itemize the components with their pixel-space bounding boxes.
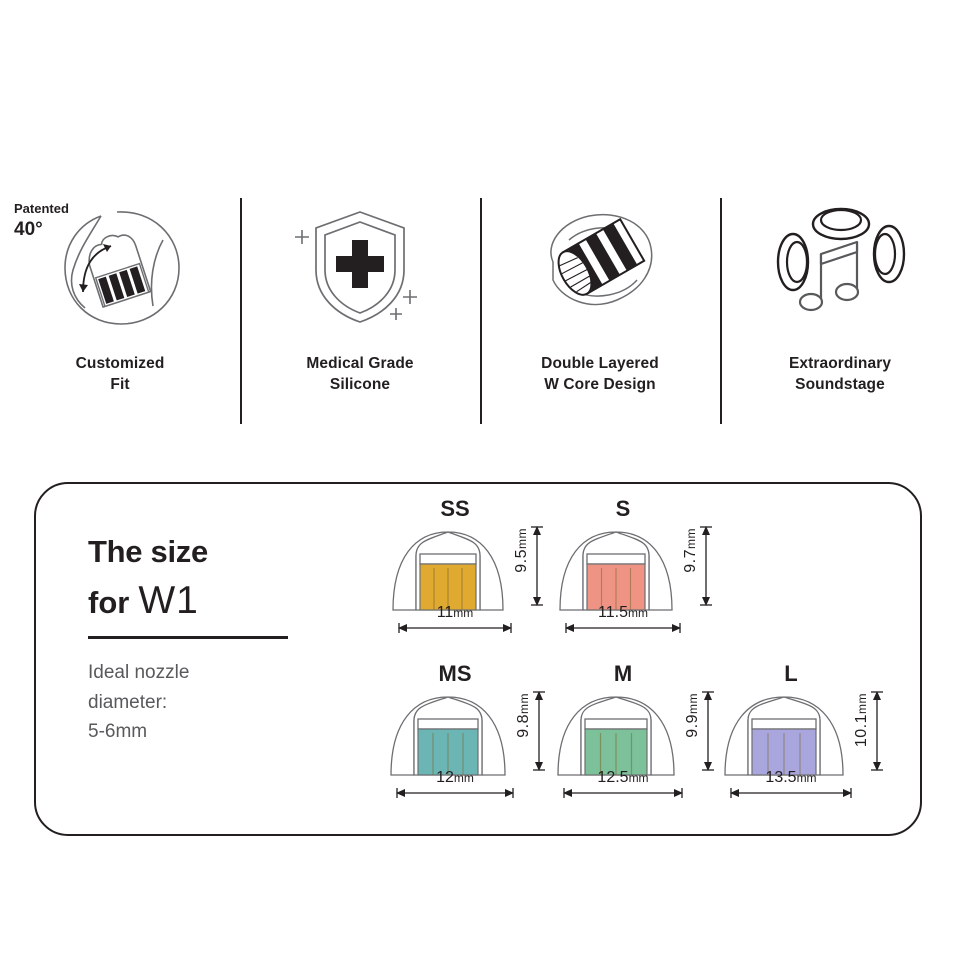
nozzle-note: Ideal nozzle diameter: 5-6mm <box>88 658 378 746</box>
eartip-size-grid: SS 9.5mm <box>388 498 918 828</box>
eartip-size-label: MS <box>438 661 472 686</box>
eartip-height-dimension: 9.8mm <box>515 689 547 773</box>
feature-double-layered-core: Double Layered W Core Design <box>480 190 720 430</box>
medical-shield-cross-icon <box>290 196 430 336</box>
eartip-height-value: 9.8mm <box>515 693 532 738</box>
eartip-illustration <box>556 526 690 618</box>
width-arrow <box>398 623 512 633</box>
eartip-width-dimension: 13.5mm <box>724 769 858 799</box>
caption-line-1: Customized <box>75 355 165 372</box>
features-strip: Patented 40° Customized Fit <box>0 190 960 430</box>
eartip-width-value: 11.5mm <box>598 604 648 621</box>
caption-line-1: Double Layered <box>541 355 659 372</box>
ear-fit-angle-icon <box>45 196 195 336</box>
feature-caption: Medical Grade Silicone <box>306 354 413 396</box>
caption-line-1: Medical Grade <box>306 355 414 372</box>
eartip-size-label: M <box>613 661 633 686</box>
eartip-width-value: 12mm <box>436 769 474 786</box>
eartip-height-value: 9.7mm <box>682 528 699 573</box>
speaker-top <box>811 207 871 241</box>
music-note-speakers-icon <box>765 196 915 336</box>
eartip-illustration <box>724 691 858 783</box>
feature-customized-fit: Patented 40° Customized Fit <box>0 190 240 430</box>
caption-line-2: Silicone <box>329 375 391 393</box>
eartip-height-value: 9.5mm <box>513 528 530 573</box>
size-panel: The size for W1 Ideal nozzle diameter: 5… <box>34 482 922 836</box>
double-layer-core-icon <box>525 196 675 336</box>
model-name: W1 <box>138 579 199 622</box>
caption-line-2: Soundstage <box>795 375 885 393</box>
eartip-width-dimension: 11mm <box>388 604 522 634</box>
nozzle-note-line-1: Ideal nozzle <box>88 662 190 684</box>
eartip-width-value: 11mm <box>436 604 474 621</box>
patented-label: Patented <box>14 201 69 216</box>
eartip-height-dimension: 10.1mm <box>853 689 885 773</box>
eartip-height-value: 9.9mm <box>684 693 701 738</box>
eartip-height-dimension: 9.5mm <box>513 524 545 608</box>
eartip-illustration <box>556 691 690 783</box>
width-arrow <box>396 788 514 798</box>
eartip-width-value: 12.5mm <box>597 769 649 786</box>
nozzle-note-line-2: diameter: <box>88 691 168 713</box>
divider <box>88 636 288 640</box>
nozzle-note-line-3: 5-6mm <box>88 720 148 742</box>
eartip-MS: MS 9.8mm <box>388 663 556 828</box>
eartip-M: M 9.9mm <box>556 663 724 828</box>
eartip-L: L 10.1mm <box>724 663 892 828</box>
feature-caption: Double Layered W Core Design <box>541 354 659 396</box>
feature-caption: Extraordinary Soundstage <box>789 354 891 396</box>
eartip-height-dimension: 9.7mm <box>682 524 714 608</box>
eartip-height-value: 10.1mm <box>853 693 870 748</box>
caption-line-2: W Core Design <box>544 375 656 393</box>
feature-extraordinary-soundstage: Extraordinary Soundstage <box>720 190 960 430</box>
feature-medical-grade-silicone: Medical Grade Silicone <box>240 190 480 430</box>
width-arrow <box>565 623 681 633</box>
feature-caption: Customized Fit <box>76 354 165 396</box>
eartip-width-value: 13.5mm <box>765 769 817 786</box>
eartip-size-label: L <box>784 661 798 686</box>
eartip-illustration <box>388 526 522 618</box>
eartip-width-dimension: 12mm <box>388 769 522 799</box>
size-title-prefix: for <box>88 585 130 620</box>
eartip-size-label: SS <box>440 496 470 521</box>
caption-line-2: Fit <box>110 375 130 393</box>
eartip-row-2: MS 9.8mm <box>388 663 918 828</box>
width-arrow <box>730 788 852 798</box>
sparkle <box>295 230 417 320</box>
eartip-illustration <box>388 691 522 783</box>
size-panel-heading: The size for W1 Ideal nozzle diameter: 5… <box>88 536 378 746</box>
eartip-SS: SS 9.5mm <box>388 498 556 663</box>
speaker-right <box>872 224 906 284</box>
angle-label: 40° <box>14 218 43 240</box>
eartip-size-label: S <box>615 496 631 521</box>
size-title: The size <box>88 534 208 569</box>
eartip-width-dimension: 11.5mm <box>556 604 690 634</box>
caption-line-1: Extraordinary <box>788 355 892 372</box>
eartip-width-dimension: 12.5mm <box>556 769 690 799</box>
eartip-S: S 9.7mm <box>556 498 724 663</box>
eartip-row-1: SS 9.5mm <box>388 498 918 663</box>
eartip-height-dimension: 9.9mm <box>684 689 716 773</box>
width-arrow <box>563 788 683 798</box>
speaker-left <box>776 232 810 292</box>
